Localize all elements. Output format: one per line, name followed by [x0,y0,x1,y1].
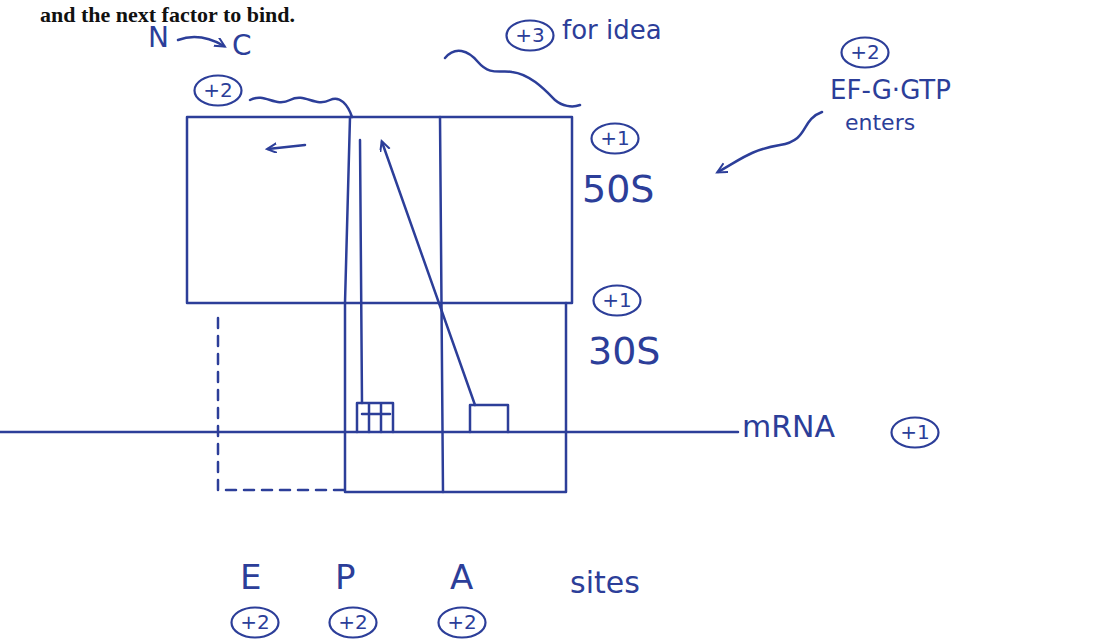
score-circle: +2 [328,606,378,639]
score-circle: +1 [592,284,642,317]
30s-subunit [345,303,566,492]
factor-label: EF-G·GTP [830,76,951,106]
a-site-codon [470,405,508,432]
site-label: P [335,558,356,597]
p-site-trna [360,140,362,403]
site-label: A [450,558,473,597]
50s-subunit [187,117,572,303]
p-site-codon [357,403,393,432]
e-site-dashed [218,318,345,490]
score-circle: +3 [505,19,555,52]
score-number: +2 [447,611,476,634]
ef-g-entry-arrow [718,112,822,172]
strand-label: mRNA [742,410,835,445]
score-number: +1 [600,127,629,150]
score-circle: +1 [890,416,940,449]
score-circle: +1 [590,122,640,155]
terminus-label: N [148,22,169,54]
score-number: +1 [602,289,631,312]
factor-note: enters [845,110,915,135]
subunit-label: 50S [582,168,654,212]
site-label: E [240,558,261,597]
ep-divider [345,117,350,303]
a-site-trna-move [382,142,475,405]
idea-squiggle [445,51,580,107]
n-to-c-arrow [178,37,224,46]
score-circle: +2 [437,606,487,639]
score-circle: +2 [230,606,280,639]
terminus-label: C [232,30,252,62]
subunit-label: 30S [588,330,660,374]
score-number: +3 [515,24,544,47]
score-number: +2 [203,79,232,102]
score-number: +2 [850,41,879,64]
score-circle: +2 [193,74,243,107]
site-caption: sites [570,566,640,601]
grading-note: for idea [562,16,662,46]
score-circle: +2 [840,36,890,69]
score-number: +1 [900,421,929,444]
e-site-move [268,145,305,149]
score-number: +2 [338,611,367,634]
peptide-chain [250,98,352,117]
score-number: +2 [240,611,269,634]
